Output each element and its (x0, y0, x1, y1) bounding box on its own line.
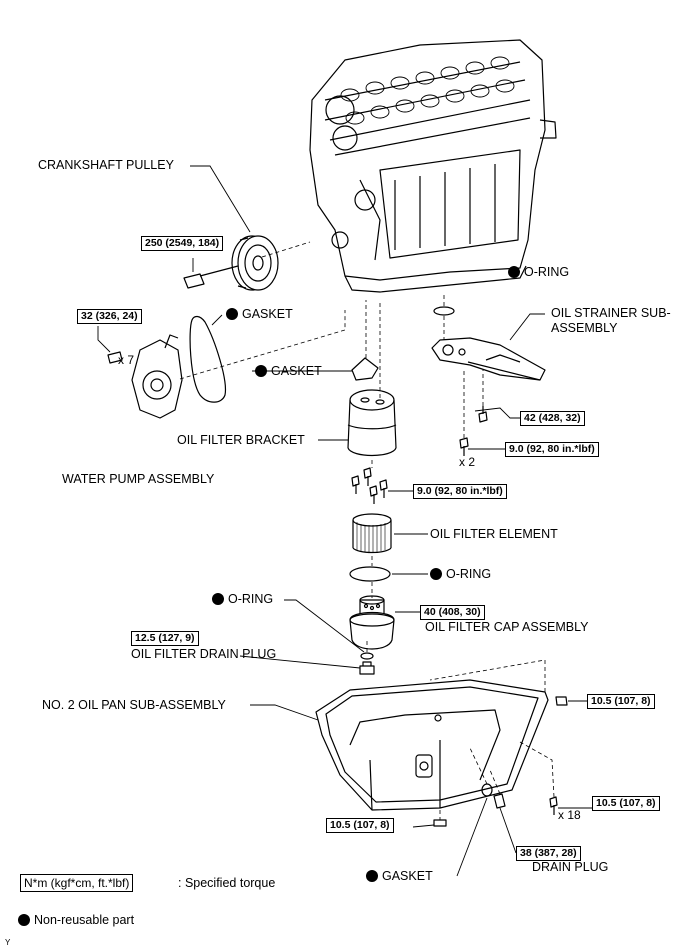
label-gasket-water-pump: GASKET (226, 307, 293, 322)
non-reusable-icon (212, 593, 224, 605)
label-oil-strainer: OIL STRAINER SUB-ASSEMBLY (551, 306, 671, 335)
drain-plug-drawing (493, 793, 506, 809)
pan-nut-drawing (433, 819, 447, 827)
qty-strainer-bolts: x 2 (459, 455, 476, 469)
oil-pan-drawing (315, 679, 549, 811)
torque-filter-cap: 40 (408, 30) (420, 605, 485, 620)
oil-strainer-drawing (431, 337, 546, 381)
label-water-pump-assembly: WATER PUMP ASSEMBLY (62, 472, 215, 486)
label-gasket-bracket: GASKET (255, 364, 322, 379)
torque-water-pump-bolt: 32 (326, 24) (77, 309, 142, 324)
label-o-ring-drain: O-RING (212, 592, 273, 607)
non-reusable-icon (508, 266, 520, 278)
label-oil-filter-drain-plug: OIL FILTER DRAIN PLUG (131, 647, 277, 661)
label-crankshaft-pulley: CRANKSHAFT PULLEY (38, 158, 174, 172)
qty-pan-bolts: x 18 (558, 808, 581, 822)
water-pump-drawing (107, 315, 227, 419)
label-o-ring-top: O-RING (508, 265, 569, 280)
non-reusable-icon (366, 870, 378, 882)
o-ring-element-drawing (349, 566, 391, 582)
label-oil-filter-bracket: OIL FILTER BRACKET (177, 433, 305, 447)
torque-filter-drain-plug: 12.5 (127, 9) (131, 631, 199, 646)
legend-torque-desc: : Specified torque (178, 876, 276, 890)
torque-pan-nut: 10.5 (107, 8) (326, 818, 394, 833)
label-gasket-drain: GASKET (366, 869, 433, 884)
corner-mark: Y (5, 938, 11, 947)
assembly-lines (179, 241, 555, 820)
label-no2-oil-pan: NO. 2 OIL PAN SUB-ASSEMBLY (42, 698, 226, 712)
legend-torque-unit: N*m (kgf*cm, ft.*lbf) (20, 874, 134, 892)
pan-bolt-b-drawing (549, 796, 558, 815)
bracket-gasket-drawing (351, 357, 379, 381)
torque-strainer-bolt-b: 9.0 (92, 80 in.*lbf) (505, 442, 599, 457)
torque-drain-plug: 38 (387, 28) (516, 846, 581, 861)
filter-drain-plug-drawing (359, 661, 375, 675)
filled-circle-icon (18, 914, 30, 926)
crankshaft-pulley-drawing (183, 235, 279, 291)
oil-filter-bracket-drawing (347, 389, 397, 457)
leader-lines (97, 165, 592, 877)
torque-bracket-bolt: 9.0 (92, 80 in.*lbf) (413, 484, 507, 499)
oil-filter-element-drawing (352, 513, 392, 554)
torque-pan-bolt-a: 10.5 (107, 8) (587, 694, 655, 709)
label-oil-filter-element: OIL FILTER ELEMENT (430, 527, 558, 541)
engine-block-drawing (309, 39, 557, 293)
torque-strainer-bolt-a: 42 (428, 32) (520, 411, 585, 426)
torque-pan-bolt-b: 10.5 (107, 8) (592, 796, 660, 811)
pan-bolt-a-drawing (555, 696, 568, 706)
qty-water-pump-bolts: x 7 (118, 353, 135, 367)
legend-non-reusable: Non-reusable part (18, 913, 134, 928)
non-reusable-icon (430, 568, 442, 580)
o-ring-top-drawing (433, 306, 455, 316)
label-o-ring-element: O-RING (430, 567, 491, 582)
label-oil-filter-cap-assembly: OIL FILTER CAP ASSEMBLY (425, 620, 589, 634)
label-drain-plug: DRAIN PLUG (532, 860, 609, 874)
oil-filter-cap-drawing (349, 595, 395, 650)
filter-drain-o-ring-drawing (360, 652, 374, 660)
non-reusable-icon (226, 308, 238, 320)
non-reusable-icon (255, 365, 267, 377)
bracket-bolts-drawing (351, 467, 388, 504)
torque-pulley-bolt: 250 (2549, 184) (141, 236, 224, 251)
